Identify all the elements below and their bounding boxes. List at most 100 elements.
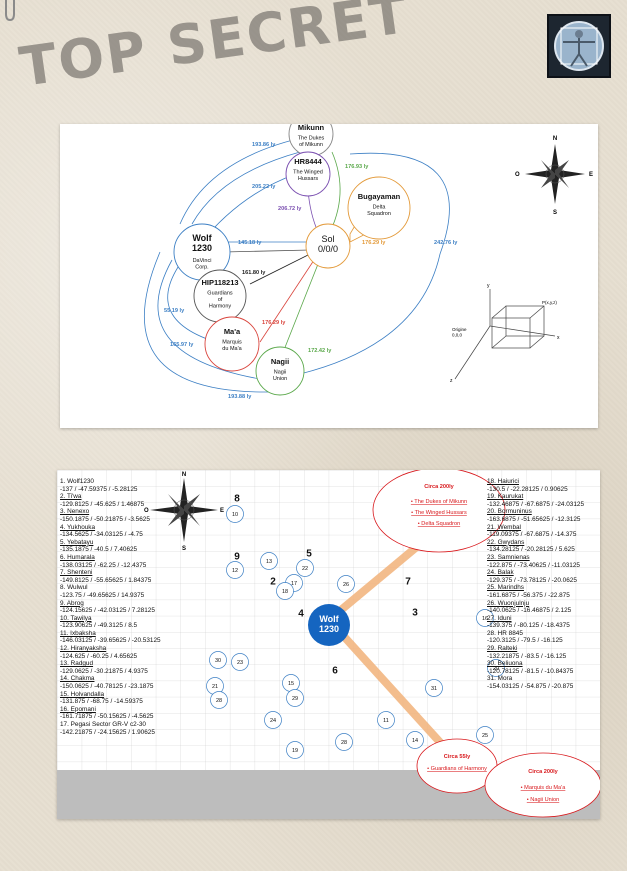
left-star-coords-13: -150.0625 / -40.78125 / -23.1875 bbox=[60, 683, 154, 691]
left-star-coords-12: -129.0625 / -30.21875 / 4.9375 bbox=[60, 667, 148, 675]
node-bugayaman-name-line-0: Bugayaman bbox=[358, 192, 401, 201]
callout-0-item-2: • Delta Squadron bbox=[418, 521, 460, 527]
callout-2-title: Circa 200ly bbox=[528, 769, 558, 775]
left-star-coords-10: -146.03125 / -39.65625 / -20.53125 bbox=[60, 637, 161, 645]
star-circle-24 bbox=[264, 711, 282, 729]
right-star-coords-13: -154.03125 / -54.875 / -20.875 bbox=[487, 683, 574, 691]
right-star-name-7: 25. Marindhs bbox=[487, 584, 524, 592]
right-star-coords-9: -139.375 / -80.125 / -18.4375 bbox=[487, 622, 570, 630]
node-hip-sub-line-2: Harmony bbox=[209, 304, 232, 310]
star-circle-label-20: 20 bbox=[493, 666, 499, 672]
left-star-coords-9: -123.90625 / -49.3125 / 8.5 bbox=[60, 622, 138, 630]
star-circle-20 bbox=[487, 659, 505, 677]
node-hip-sub-line-0: Guardians bbox=[207, 291, 233, 297]
star-circle-23 bbox=[231, 653, 249, 671]
star-circle-label-8: 8 bbox=[234, 494, 240, 505]
callout-0-item-0: • The Dukes of Mikunn bbox=[411, 499, 467, 505]
left-star-name-12: 13. Radgud bbox=[60, 660, 94, 668]
distance-label-7: 242.76 ly bbox=[434, 240, 458, 246]
star-circle-label-21: 21 bbox=[212, 684, 218, 690]
left-star-name-13: 14. Chakma bbox=[60, 675, 95, 683]
star-circle-label-3: 3 bbox=[412, 608, 418, 619]
star-circle-label-29: 29 bbox=[292, 696, 298, 702]
node-maa-name-line-0: Ma'a bbox=[224, 327, 241, 336]
star-circle-label-17: 17 bbox=[291, 581, 297, 587]
star-circle-26 bbox=[337, 575, 355, 593]
node-hr8444-name-line-0: HR8444 bbox=[294, 157, 322, 166]
left-star-name-8: 9. Abrog bbox=[60, 599, 84, 607]
node-bugayaman bbox=[347, 176, 411, 240]
right-star-coords-2: -163.6875 / -51.65625 / -12.3125 bbox=[487, 515, 581, 523]
axis-origin-label-line-1: 0,0,0 bbox=[452, 333, 463, 338]
star-circle-16 bbox=[476, 609, 494, 627]
left-star-name-10: 11. Ixbaksha bbox=[60, 629, 96, 637]
left-star-coords-2: -150.1875 / -50.21875 / -3.5625 bbox=[60, 515, 150, 523]
distance-label-8: 55.19 ly bbox=[164, 308, 185, 314]
right-star-coords-0: -130.5 / -22.28125 / 0.90625 bbox=[487, 485, 568, 493]
distance-label-1: 205.22 ly bbox=[252, 184, 276, 190]
node-nagii-sub-line-0: Nagii bbox=[274, 370, 287, 376]
axis-z-label: z bbox=[450, 378, 453, 384]
left-star-name-2: 3. Nenexo bbox=[60, 508, 90, 516]
compass-rose-icon-2: N S E O bbox=[144, 472, 224, 552]
node-bugayaman-sub-line-0: Delta bbox=[373, 205, 387, 211]
star-circle-label-6: 6 bbox=[332, 666, 338, 677]
star-circle-label-12: 12 bbox=[232, 568, 238, 574]
vitruvian-logo bbox=[547, 14, 611, 78]
star-circle-28 bbox=[210, 691, 228, 709]
right-star-coords-11: -132.21875 / -83.5 / -16.125 bbox=[487, 652, 567, 660]
node-nagii-sub-line-1: Union bbox=[273, 376, 287, 382]
left-star-coords-0: -137 / -47.59375 / -5.28125 bbox=[60, 485, 138, 493]
wolf1230-center-node bbox=[308, 604, 350, 646]
right-star-name-9: 27. Iduni bbox=[487, 614, 512, 622]
callout-0-item-1: • The Winged Hussars bbox=[411, 510, 467, 516]
left-star-name-7: 8. Wulwul bbox=[60, 584, 88, 592]
right-star-name-2: 20. Bormuninus bbox=[487, 508, 532, 516]
right-star-name-1: 19. Kaurukat bbox=[487, 493, 524, 501]
node-hr8444-sub-line-0: The Winged bbox=[293, 170, 323, 176]
right-star-coords-1: -132.46875 / -67.6875 / -24.03125 bbox=[487, 500, 585, 508]
star-circle-label-11: 11 bbox=[383, 718, 389, 724]
left-star-name-14: 15. Holvandalla bbox=[60, 690, 105, 698]
star-circle-label-30: 30 bbox=[215, 658, 221, 664]
node-wolf-name-line-0: Wolf bbox=[192, 233, 212, 243]
star-circle-12 bbox=[226, 561, 244, 579]
node-mikunn-name-line-0: Mikunn bbox=[298, 124, 325, 132]
star-circle-label-26: 26 bbox=[343, 582, 349, 588]
callout-0-title: Circa 200ly bbox=[424, 484, 454, 490]
star-circle-label-25: 25 bbox=[482, 733, 488, 739]
distance-label-9: 176.29 ly bbox=[262, 320, 286, 326]
right-star-coords-10: -120.3125 / -79.5 / -16.125 bbox=[487, 637, 563, 645]
star-circle-label-15: 15 bbox=[288, 681, 294, 687]
node-sol-name-line-0: Sol bbox=[321, 234, 334, 244]
compass2-s: S bbox=[182, 546, 186, 552]
node-hr8444 bbox=[285, 151, 331, 197]
star-circle-label-2: 2 bbox=[270, 577, 276, 588]
distance-label-11: 172.42 ly bbox=[308, 348, 332, 354]
star-circle-30 bbox=[209, 651, 227, 669]
compass-rose-icon: N S E O bbox=[515, 136, 593, 216]
left-star-coords-16: -142.21875 / -24.15625 / 1.90625 bbox=[60, 728, 155, 736]
node-maa-sub-line-1: du Ma'a bbox=[222, 346, 242, 352]
right-star-name-3: 21. Wembal bbox=[487, 523, 521, 531]
callout-2-item-1: • Nagii Union bbox=[527, 797, 559, 803]
star-circle-28 bbox=[335, 733, 353, 751]
node-sol-name-line-1: 0/0/0 bbox=[318, 244, 338, 254]
compass2-n: N bbox=[182, 472, 186, 478]
compass2-o: O bbox=[144, 508, 149, 514]
star-circle-label-5: 5 bbox=[306, 549, 312, 560]
star-circle-29 bbox=[286, 689, 304, 707]
node-hip-name-line-0: HIP118213 bbox=[201, 278, 238, 287]
distance-label-4: 145.18 ly bbox=[238, 240, 262, 246]
right-star-coords-7: -161.6875 / -56.375 / -22.875 bbox=[487, 591, 570, 599]
star-circle-10 bbox=[226, 505, 244, 523]
callout-1-item-0: • Guardians of Harmony bbox=[427, 766, 487, 772]
star-circle-label-16: 16 bbox=[482, 616, 488, 622]
node-wolf-name-line-1: 1230 bbox=[192, 243, 212, 253]
node-hr8444-sub-line-1: Hussars bbox=[298, 176, 318, 182]
star-circle-label-18: 18 bbox=[282, 589, 288, 595]
right-star-name-5: 23. Samnienas bbox=[487, 553, 530, 561]
right-star-coords-8: -140.0625 / -16.46875 / 2.125 bbox=[487, 607, 572, 615]
